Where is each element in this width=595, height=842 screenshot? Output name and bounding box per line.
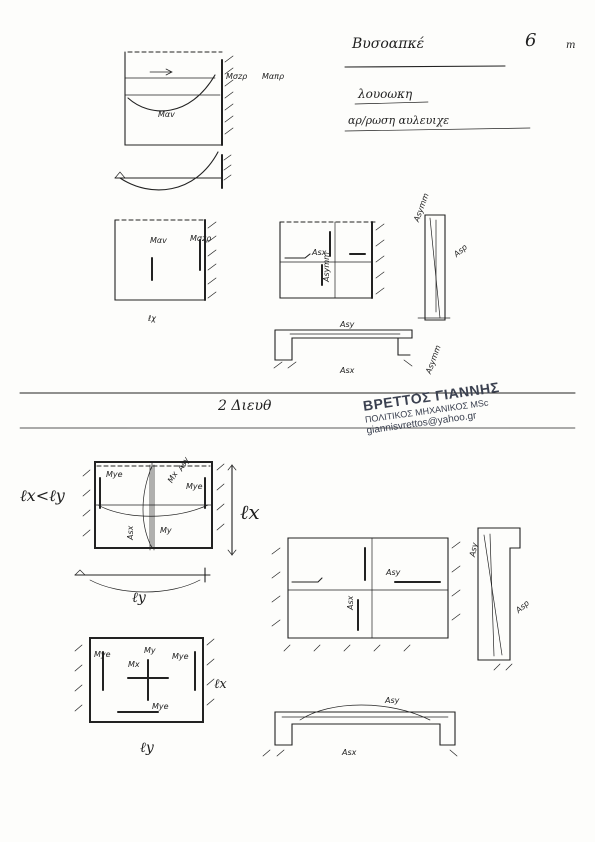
label-my: Μy xyxy=(160,526,172,535)
ly-small-label: ℓy xyxy=(140,740,154,756)
sketch-3-section xyxy=(273,329,413,369)
sketch-3-plan xyxy=(279,221,385,299)
sketch-1-panel xyxy=(124,51,234,146)
label-sketch3-asymm: Αsymm xyxy=(322,252,331,282)
label-m-support-alt: Μαπρ xyxy=(262,72,285,81)
subtitle-underline-1 xyxy=(354,101,429,105)
ly-label: ℓy xyxy=(132,590,146,606)
sketch-4-wall xyxy=(417,214,451,321)
label-m-span: Μαv xyxy=(158,110,175,119)
page-mark: т xyxy=(566,40,576,51)
sketch-E-section xyxy=(262,704,458,757)
ratio-label: ℓx<ℓy xyxy=(20,486,65,505)
label-m-support: Μσzρ xyxy=(226,72,248,81)
lx-small-label: ℓx xyxy=(214,677,227,692)
label-plan-asy: Asy xyxy=(386,568,401,577)
label-slab2-mye-bottom: Μye xyxy=(152,702,169,711)
label-sketch3-asx: Asx xyxy=(312,248,327,257)
label-bottom-asy: Asy xyxy=(385,696,400,705)
sketch-1-beam xyxy=(114,151,232,191)
lx-label: ℓx xyxy=(240,500,260,524)
ly-beam xyxy=(74,567,211,593)
page-number: 6 xyxy=(525,30,537,51)
label-mye-right: Μye xyxy=(186,482,203,491)
label-sketch2-caption: ℓχ xyxy=(148,314,157,323)
subtitle-line-2: αρ/ρωση αυλευιχε xyxy=(348,114,450,127)
label-slab2-my: Μy xyxy=(144,646,156,655)
label-sketch2-m-support: Μσzρ xyxy=(190,234,212,243)
subtitle-line-1: λουοωκη xyxy=(358,87,413,101)
title-handwriting: Βυσοαπκέ xyxy=(352,36,425,52)
section-two-heading: 2 Διευθ xyxy=(218,398,272,414)
lx-dimension xyxy=(227,464,237,556)
label-sketch2-m-span: Μαv xyxy=(150,236,167,245)
label-sketch3-asx-short: Asx xyxy=(340,366,355,375)
sketch-A-slab xyxy=(82,461,225,551)
label-plan-asx: Asx xyxy=(346,595,355,610)
label-asx: Asx xyxy=(126,525,135,540)
label-mye-left: Μye xyxy=(106,470,123,479)
label-sketch3-asy: Asy xyxy=(340,320,355,329)
sketch-B-slab xyxy=(74,637,215,723)
label-slab2-mye-right: Μye xyxy=(172,652,189,661)
label-slab2-mye-left: Μye xyxy=(94,650,111,659)
subtitle-underline-2 xyxy=(344,127,531,132)
title-underline xyxy=(344,65,506,68)
label-bottom-asx: Asx xyxy=(342,748,357,757)
sketch-C-plan xyxy=(271,537,461,652)
sketch-D-section xyxy=(477,527,521,671)
label-slab2-mx: Μx xyxy=(128,660,140,669)
sketch-2-panel xyxy=(114,219,217,301)
